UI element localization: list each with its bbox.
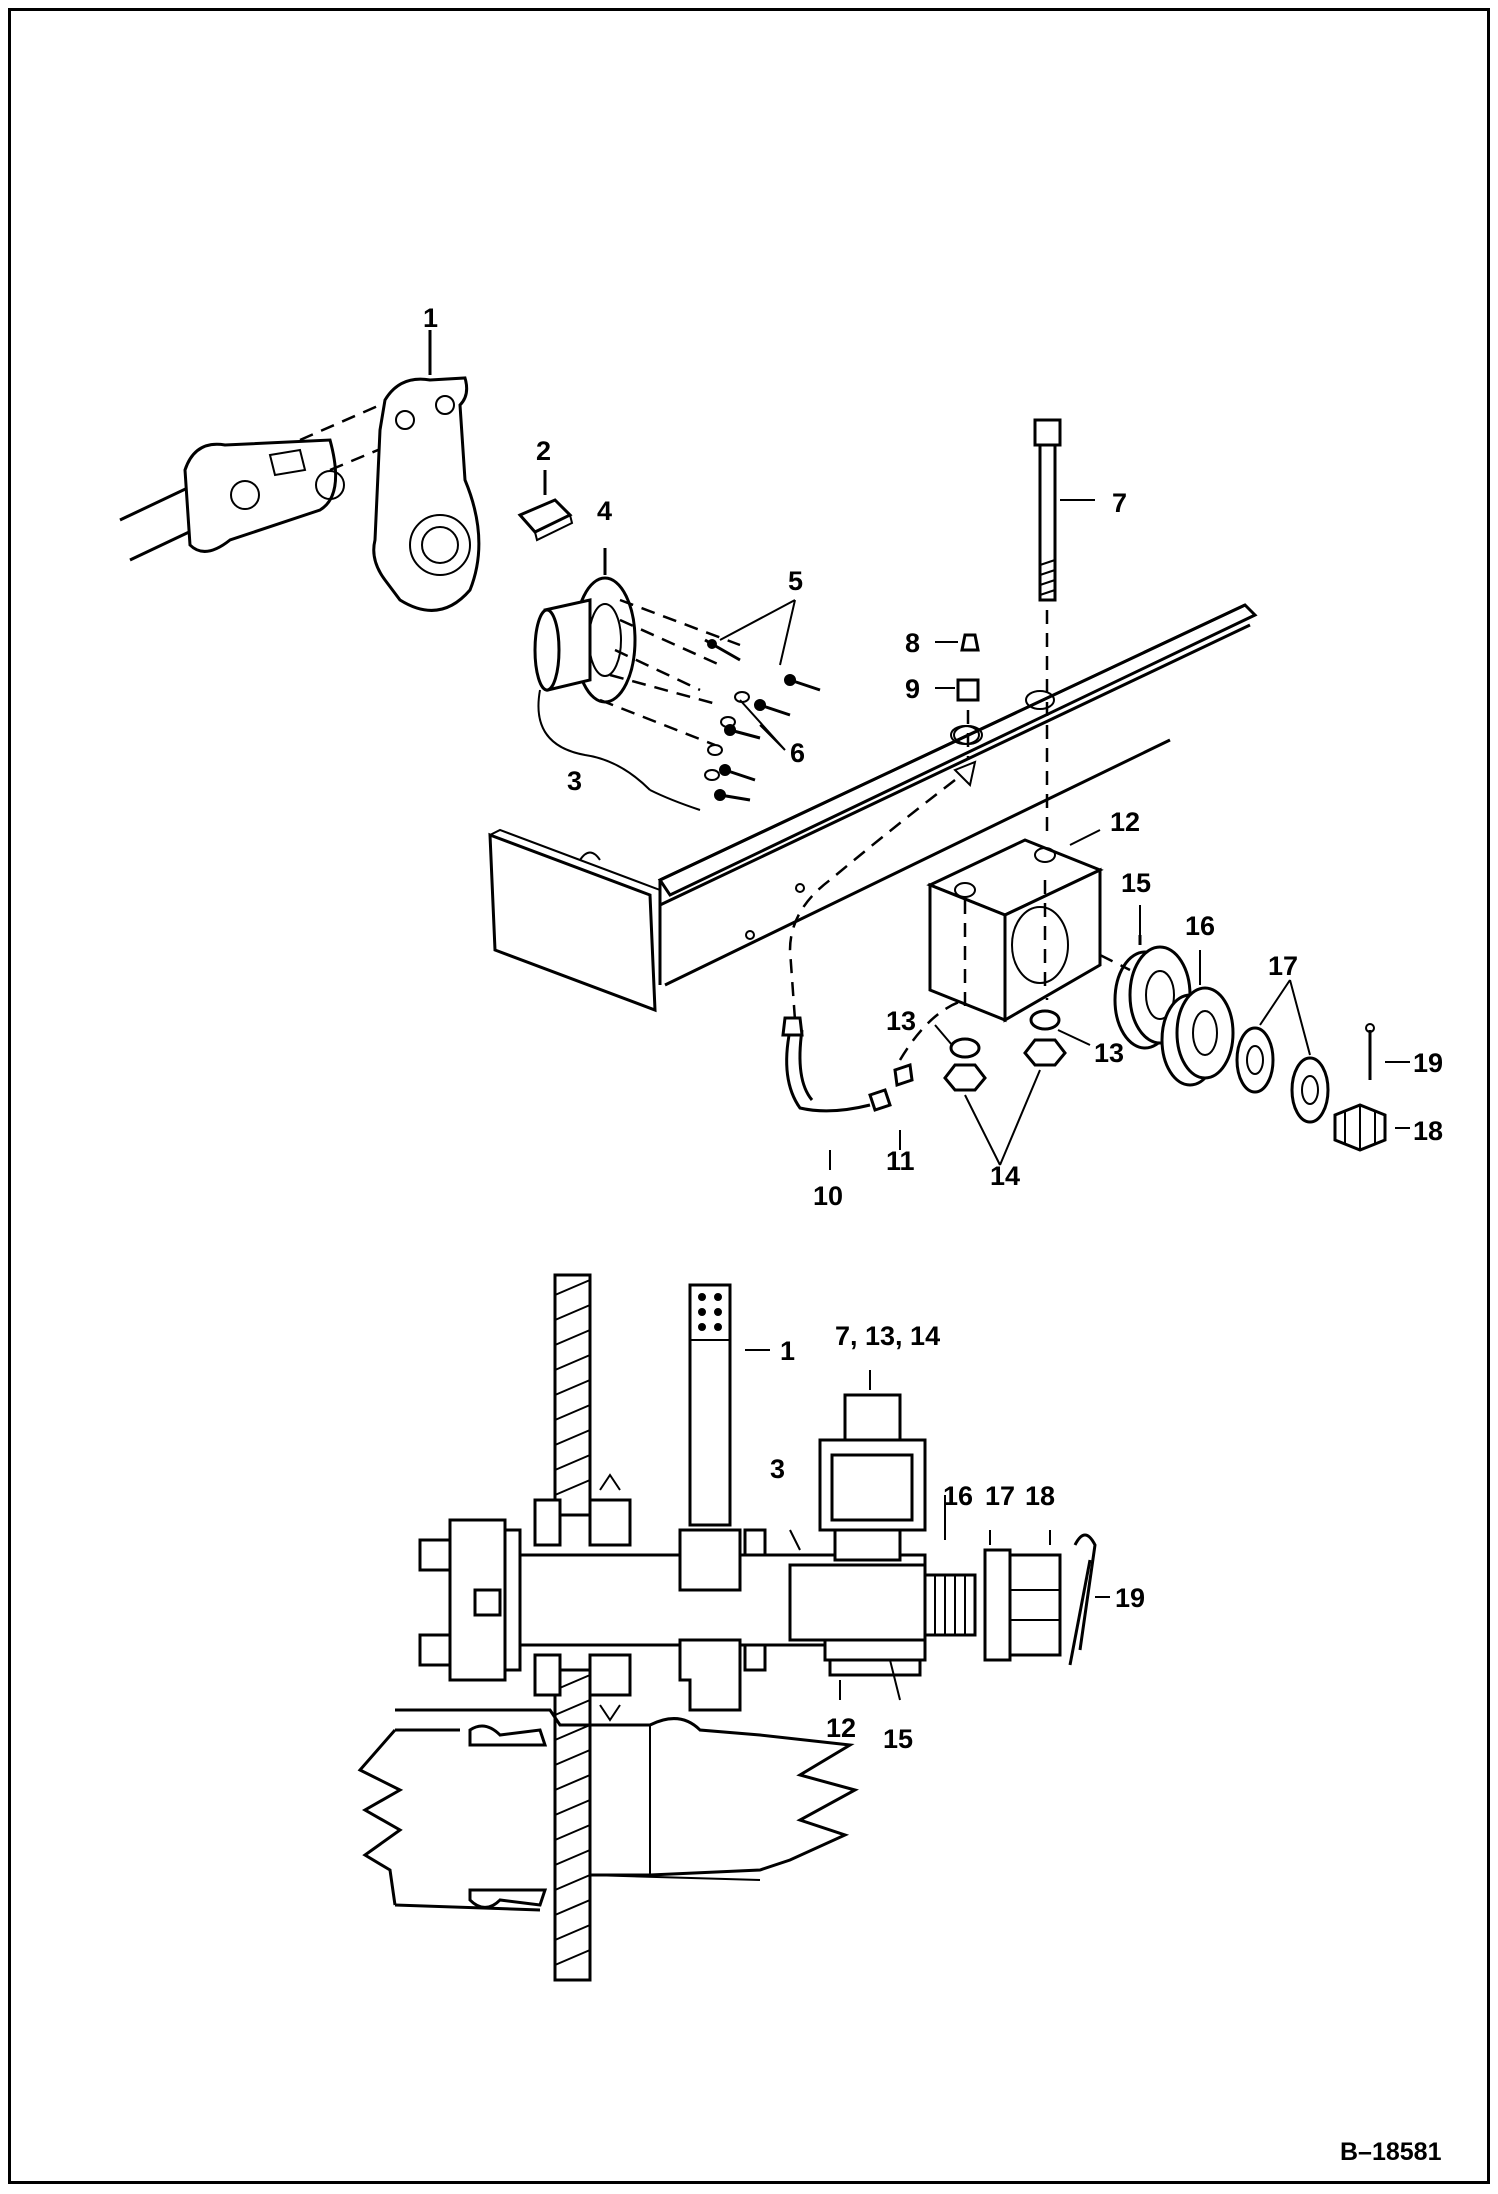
label-5: 5 xyxy=(788,566,803,596)
drawing-frame xyxy=(8,8,1490,2184)
leader-5 xyxy=(719,599,796,666)
label-2: 2 xyxy=(536,436,551,466)
shaft xyxy=(119,403,391,562)
end-plate xyxy=(488,828,661,1013)
section-label-16: 16 xyxy=(943,1481,973,1511)
section-label-19: 19 xyxy=(1115,1583,1145,1613)
section-label-1: 1 xyxy=(780,1336,795,1366)
label-11: 11 xyxy=(886,1146,915,1176)
part-3-bolts xyxy=(599,598,821,802)
part-2-key xyxy=(517,470,574,542)
label-10: 10 xyxy=(813,1181,843,1211)
label-13a: 13 xyxy=(886,1006,916,1036)
part-7-bolt xyxy=(1033,418,1062,1000)
part-18-19-nut-pin xyxy=(1333,1023,1410,1152)
label-7: 7 xyxy=(1112,488,1127,518)
label-6: 6 xyxy=(790,738,805,768)
label-17: 17 xyxy=(1268,951,1298,981)
part-12-bearing-block xyxy=(926,838,1104,1023)
label-1: 1 xyxy=(423,303,438,333)
leader-12 xyxy=(1069,829,1101,846)
label-19: 19 xyxy=(1413,1048,1443,1078)
leader-6 xyxy=(739,699,786,751)
section-view xyxy=(357,1273,1110,1982)
drawing-reference: B–18581 xyxy=(1340,2138,1442,2166)
part-16-collar xyxy=(1160,986,1235,1087)
section-label-7-13-14: 7, 13, 14 xyxy=(835,1321,940,1351)
part-1-arm xyxy=(372,330,481,612)
part-15-bearing xyxy=(1099,935,1192,1050)
section-label-17: 17 xyxy=(985,1481,1015,1511)
part-4-hub xyxy=(533,548,637,704)
label-8: 8 xyxy=(905,628,920,658)
label-18: 18 xyxy=(1413,1116,1443,1146)
label-4: 4 xyxy=(597,496,612,526)
part-17-washers xyxy=(1235,979,1330,1124)
label-13b: 13 xyxy=(1094,1038,1124,1068)
bracket-3b xyxy=(649,789,701,811)
part-8-9-fitting xyxy=(953,633,983,760)
label-14: 14 xyxy=(990,1161,1020,1191)
section-label-3: 3 xyxy=(770,1454,785,1484)
part-10-11-hose xyxy=(781,779,966,1170)
section-label-18: 18 xyxy=(1025,1481,1055,1511)
section-label-15: 15 xyxy=(883,1724,913,1754)
label-9: 9 xyxy=(905,674,920,704)
frame-beam xyxy=(657,603,1258,987)
section-label-12: 12 xyxy=(826,1713,856,1743)
label-3: 3 xyxy=(567,766,582,796)
label-12: 12 xyxy=(1110,807,1140,837)
bracket-3 xyxy=(537,689,651,791)
part-13-14-nuts xyxy=(934,1009,1091,1166)
label-16: 16 xyxy=(1185,911,1215,941)
label-15: 15 xyxy=(1121,868,1151,898)
